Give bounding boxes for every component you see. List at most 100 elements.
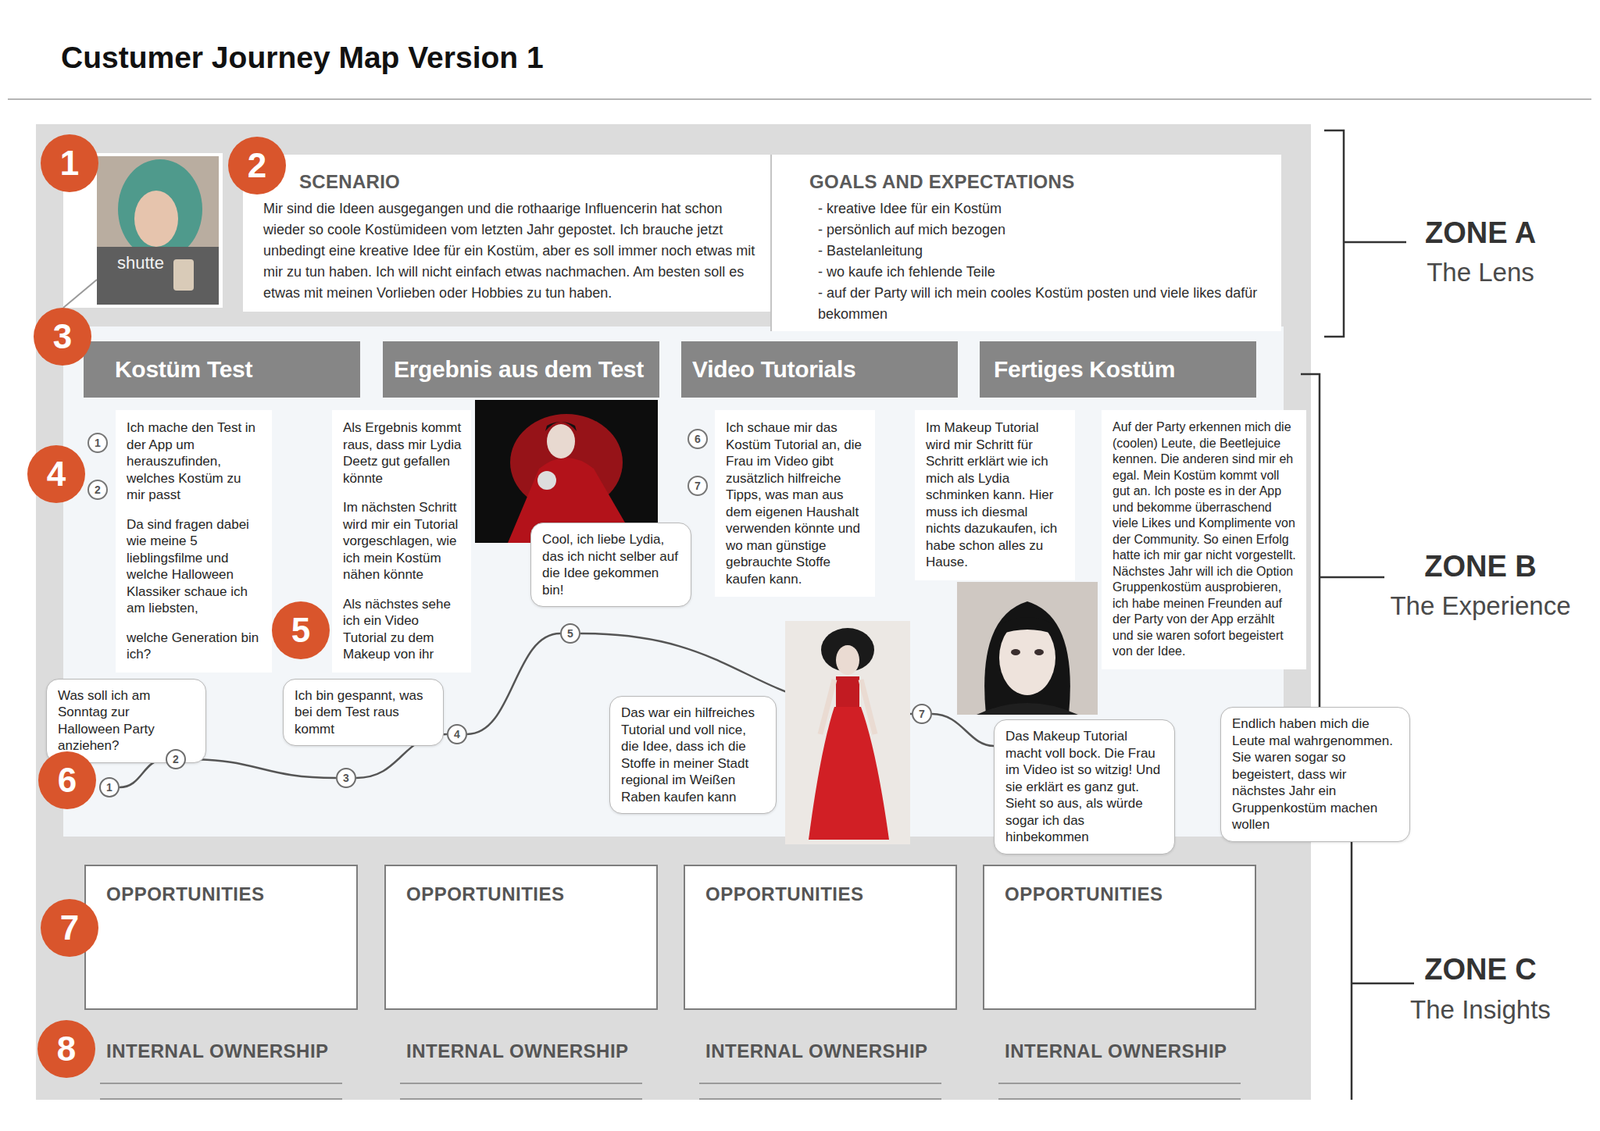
node-text: OPPORTUNITIES xyxy=(106,883,336,906)
node-text: Im Makeup Tutorial wird mir Schritt für … xyxy=(925,419,1066,572)
action-box: Ich mache den Test in der App um herausz… xyxy=(115,410,272,673)
hair xyxy=(117,159,203,260)
node-text: Im nächsten Schritt wird mir ein Tutoria… xyxy=(342,499,462,584)
node-text: OPPORTUNITIES xyxy=(406,883,636,906)
ownership-line xyxy=(699,1082,942,1085)
opportunity-box: OPPORTUNITIES xyxy=(683,864,958,1011)
node-text: Da sind fragen dabei wie meine 5 lieblin… xyxy=(126,516,263,618)
phase-header: Kostüm Test xyxy=(83,341,361,398)
ownership-line xyxy=(699,1098,942,1100)
ownership-label: INTERNAL OWNERSHIP xyxy=(406,1039,629,1064)
emotion-point: 5 xyxy=(560,623,581,644)
thought-bubble: Cool, ich liebe Lydia, das ich nicht sel… xyxy=(530,522,692,608)
node-text: OPPORTUNITIES xyxy=(705,883,936,906)
node-text: Als Ergebnis kommt raus, dass mir Lydia … xyxy=(342,419,462,487)
emotion-curve-tail xyxy=(932,714,994,747)
zone-name: ZONE B xyxy=(1371,549,1590,584)
node-text: Ergebnis aus dem Test xyxy=(393,356,644,383)
callout-number: 6 xyxy=(38,751,97,810)
ownership-label: INTERNAL OWNERSHIP xyxy=(106,1039,329,1064)
emotion-curve xyxy=(119,759,166,788)
callout-number: 5 xyxy=(271,601,330,660)
photo-ground xyxy=(785,621,911,845)
node-text: Das war ein hilfreiches Tutorial und vol… xyxy=(621,704,765,806)
phase-header: Ergebnis aus dem Test xyxy=(382,341,660,398)
costume-photo xyxy=(785,621,911,845)
opportunity-box: OPPORTUNITIES xyxy=(384,864,658,1011)
eye xyxy=(1010,649,1021,656)
callout-number: 7 xyxy=(40,899,99,958)
emotion-point: 1 xyxy=(99,777,120,798)
shoulders xyxy=(976,703,1079,715)
ownership-line xyxy=(998,1098,1241,1100)
node-text: OPPORTUNITIES xyxy=(1004,883,1235,906)
ownership-line xyxy=(100,1082,343,1085)
makeup-photo xyxy=(957,582,1098,715)
frame-line xyxy=(63,279,97,308)
face xyxy=(835,645,860,675)
node-text: 5 xyxy=(567,628,574,640)
callout-number: 4 xyxy=(27,445,86,504)
node-text: Endlich haben mich die Leute mal wahrgen… xyxy=(1232,715,1399,834)
zone-subtitle: The Lens xyxy=(1371,257,1590,289)
photo-ground xyxy=(957,582,1098,715)
bodice xyxy=(835,676,860,708)
emotion-point: 7 xyxy=(911,703,933,725)
node-text: GOALS AND EXPECTATIONS xyxy=(809,170,1272,194)
emotion-point: 2 xyxy=(165,749,186,770)
thought-bubble: Was soll ich am Sonntag zur Halloween Pa… xyxy=(46,678,207,764)
node-text: - Bastelanleitung xyxy=(817,240,1272,262)
thought-bubble: Ich bin gespannt, was bei dem Test raus … xyxy=(282,678,444,747)
persona-photo xyxy=(96,156,219,305)
node-text: Mir sind die Ideen ausgegangen und die r… xyxy=(263,198,761,304)
map-title: Custumer Journey Map Version 1 xyxy=(60,40,544,75)
node-text: - auf der Party will ich mein cooles Kos… xyxy=(817,282,1272,325)
action-box: Im Makeup Tutorial wird mir Schritt für … xyxy=(914,410,1075,581)
emotion-point: 3 xyxy=(335,767,357,789)
eye xyxy=(1034,649,1044,656)
emotion-curve xyxy=(185,759,336,779)
fringe xyxy=(1000,617,1055,635)
face xyxy=(546,424,575,459)
node-text: 7 xyxy=(918,708,925,720)
zone-bracket xyxy=(1324,130,1407,337)
zone-name: ZONE A xyxy=(1371,215,1590,250)
ownership-line xyxy=(998,1082,1241,1085)
cup xyxy=(173,259,194,291)
ownership-label: INTERNAL OWNERSHIP xyxy=(705,1039,929,1064)
zone-subtitle: The Insights xyxy=(1371,994,1590,1026)
thought-bubble: Das Makeup Tutorial macht voll bock. Die… xyxy=(993,719,1175,855)
opportunity-box: OPPORTUNITIES xyxy=(84,864,358,1011)
step-number: 7 xyxy=(687,475,708,497)
node-text: Was soll ich am Sonntag zur Halloween Pa… xyxy=(57,687,195,755)
phase-header: Video Tutorials xyxy=(681,341,958,398)
goals-box: GOALS AND EXPECTATIONS - kreative Idee fü… xyxy=(770,154,1282,332)
node-text: 3 xyxy=(342,772,350,784)
photo-ground xyxy=(96,156,219,305)
callout-number: 2 xyxy=(228,136,286,195)
zone-subtitle: The Experience xyxy=(1371,590,1590,622)
node-text: Ich schaue mir das Kostüm Tutorial an, d… xyxy=(725,419,866,588)
node-text: - kreative Idee für ein Kostüm xyxy=(817,198,1272,220)
hair xyxy=(545,421,577,432)
action-box: Auf der Party erkennen mich die (coolen)… xyxy=(1101,410,1307,670)
face xyxy=(134,190,179,247)
zone-bracket xyxy=(1300,374,1385,708)
node-text: - wo kaufe ich fehlende Teile xyxy=(817,261,1272,283)
zone-bracket xyxy=(1351,829,1415,1100)
callout-number: 8 xyxy=(37,1020,96,1079)
title-rule xyxy=(7,98,1592,100)
callout-number: 1 xyxy=(40,134,99,193)
node-text: Als nächstes sehe ich ein Video Tutorial… xyxy=(342,596,462,664)
emotion-curve xyxy=(467,633,561,735)
node-text: Cool, ich liebe Lydia, das ich nicht sel… xyxy=(542,531,680,599)
thought-bubble: Endlich haben mich die Leute mal wahrgen… xyxy=(1220,707,1411,843)
node-text: Ich bin gespannt, was bei dem Test raus … xyxy=(294,687,433,739)
action-box: Ich schaue mir das Kostüm Tutorial an, d… xyxy=(714,410,875,597)
node-text: 4 xyxy=(453,728,461,740)
thought-bubble: Das war ein hilfreiches Tutorial und vol… xyxy=(609,696,777,815)
hair xyxy=(984,601,1071,715)
step-number: 2 xyxy=(87,479,108,500)
callout-number: 3 xyxy=(33,307,92,366)
step-number: 6 xyxy=(687,428,708,450)
